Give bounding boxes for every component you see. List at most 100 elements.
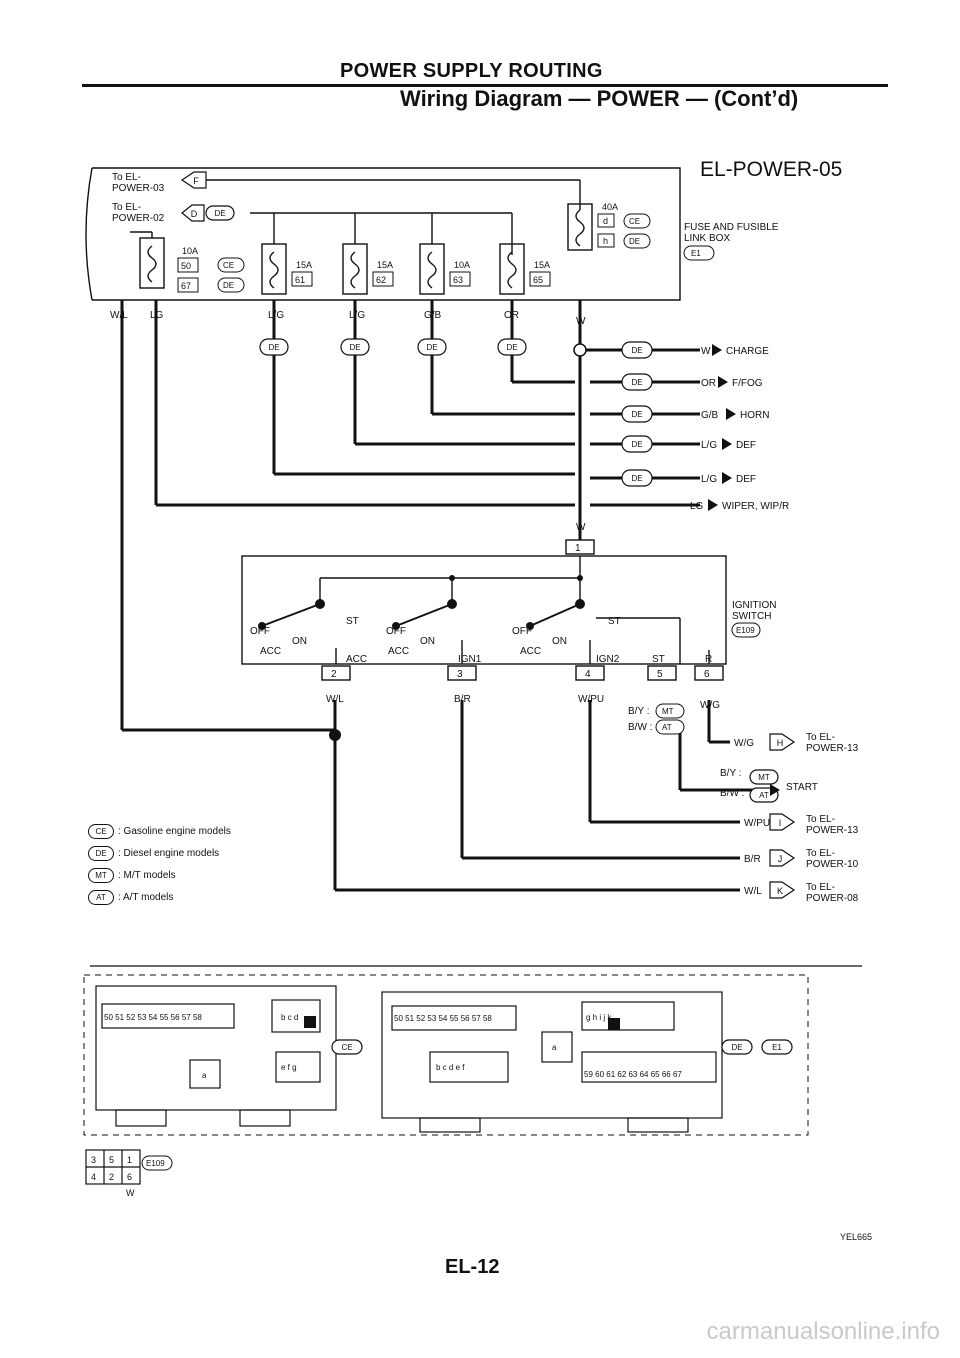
- left-row-pins: 50 51 52 53 54 55 56 57 58: [104, 1013, 202, 1022]
- svg-text:15A: 15A: [534, 260, 550, 270]
- ignition-label-l1: IGNITION: [732, 600, 776, 611]
- svg-text:B/R: B/R: [744, 854, 761, 865]
- svg-text:15A: 15A: [296, 260, 312, 270]
- fuse-10a-box: [139, 237, 165, 289]
- svg-text:d: d: [603, 216, 608, 226]
- svg-text:4: 4: [91, 1172, 96, 1182]
- svg-text:W: W: [576, 522, 586, 533]
- svg-text:DE: DE: [629, 237, 640, 246]
- svg-text:1: 1: [575, 543, 581, 554]
- svg-text:h: h: [603, 236, 608, 246]
- fuse-15a-62-box: [342, 243, 368, 295]
- svg-text:a: a: [202, 1071, 207, 1080]
- output-label-6: WIPER, WIP/R: [722, 501, 789, 512]
- svg-text:W/L: W/L: [744, 886, 762, 897]
- fusible-link-40a-box: [567, 203, 593, 251]
- svg-text:LG: LG: [150, 310, 164, 321]
- svg-text:W/G: W/G: [700, 700, 720, 711]
- conn-oval-de: DE: [214, 209, 225, 218]
- output-label-2: F/FOG: [732, 378, 763, 389]
- conn-to-power02-l2: POWER-02: [112, 213, 165, 224]
- conn-letter-f: F: [193, 176, 199, 186]
- svg-text:DE: DE: [631, 410, 642, 419]
- oval-de-3: DE: [426, 343, 437, 352]
- svg-text:DE: DE: [631, 440, 642, 449]
- svg-text:DE: DE: [631, 474, 642, 483]
- svg-text:5: 5: [109, 1155, 114, 1165]
- ignition-code: E109: [736, 626, 755, 635]
- svg-text:ACC: ACC: [346, 654, 367, 665]
- svg-text:E1: E1: [772, 1043, 782, 1052]
- svg-text:AT: AT: [759, 791, 769, 800]
- fusible-link-40a-icon: [575, 209, 585, 247]
- fuse-15a-65-box: [499, 243, 525, 295]
- svg-text:W: W: [126, 1188, 135, 1198]
- svg-text:B/W :: B/W :: [628, 722, 652, 733]
- svg-text:61: 61: [295, 275, 305, 285]
- conn-to-power03-l2: POWER-03: [112, 183, 165, 194]
- svg-text:ACC: ACC: [388, 646, 409, 657]
- fuse-15a-65-icon: [507, 251, 517, 289]
- diagram-code: EL-POWER-05: [700, 158, 843, 181]
- svg-text:W: W: [576, 316, 586, 327]
- svg-text:E109: E109: [146, 1159, 165, 1168]
- fuse-box-label-l2: LINK BOX: [684, 233, 730, 244]
- right-bottom-pins: 59 60 61 62 63 64 65 66 67: [584, 1070, 682, 1079]
- svg-text:50: 50: [181, 261, 191, 271]
- output-color-5: L/G: [701, 474, 717, 485]
- svg-text:R: R: [705, 654, 712, 665]
- svg-text:10A: 10A: [182, 246, 198, 256]
- svg-text:DE: DE: [631, 346, 642, 355]
- output-label-1: CHARGE: [726, 346, 769, 357]
- svg-text:MT: MT: [758, 773, 770, 782]
- svg-text:a: a: [552, 1043, 557, 1052]
- svg-text:ST: ST: [608, 616, 621, 627]
- fuse-15a-62-icon: [350, 251, 360, 289]
- fuse-10a-63-icon: [427, 251, 437, 289]
- watermark: carmanualsonline.info: [706, 1318, 940, 1345]
- left-efg-pins: e f g: [281, 1063, 297, 1072]
- svg-text:B/Y :: B/Y :: [628, 706, 650, 717]
- svg-text:B/W :: B/W :: [720, 788, 744, 799]
- svg-text:6: 6: [127, 1172, 132, 1182]
- svg-text:IGN1: IGN1: [458, 654, 482, 665]
- svg-text:AT: AT: [662, 723, 672, 732]
- svg-text:15A: 15A: [377, 260, 393, 270]
- output-label-5: DEF: [736, 474, 756, 485]
- ignition-switch-box: [241, 555, 727, 665]
- oval-de-2: DE: [349, 343, 360, 352]
- svg-text:3: 3: [91, 1155, 96, 1165]
- header-rule: [82, 84, 888, 87]
- page-subtitle: Wiring Diagram — POWER — (Cont’d): [400, 86, 799, 111]
- output-color-1: W: [701, 346, 711, 357]
- ref-power08-l1: To EL-: [806, 882, 835, 893]
- svg-text:62: 62: [376, 275, 386, 285]
- oval-de-1: DE: [268, 343, 279, 352]
- page-number: EL-12: [445, 1256, 500, 1278]
- svg-text:K: K: [777, 886, 783, 896]
- svg-text:63: 63: [453, 275, 463, 285]
- svg-text:DE: DE: [631, 378, 642, 387]
- ref-power08-l2: POWER-08: [806, 893, 859, 904]
- svg-text:ST: ST: [346, 616, 359, 627]
- page-title: POWER SUPPLY ROUTING: [340, 60, 603, 82]
- fuse-15a-61-icon: [269, 251, 279, 289]
- svg-text:OFF: OFF: [512, 626, 532, 637]
- svg-text:START: START: [786, 782, 818, 793]
- svg-text:CE: CE: [629, 217, 640, 226]
- ref-power13-2-l2: POWER-13: [806, 825, 859, 836]
- svg-text:J: J: [778, 854, 783, 864]
- output-color-4: L/G: [701, 440, 717, 451]
- fuse-10a-icon: [147, 245, 157, 283]
- fuse-box-label-l1: FUSE AND FUSIBLE: [684, 222, 779, 233]
- ref-power13-2-l1: To EL-: [806, 814, 835, 825]
- conn-to-power02-l1: To EL-: [112, 202, 141, 213]
- svg-text:I: I: [779, 818, 782, 828]
- svg-text:B/Y :: B/Y :: [720, 768, 742, 779]
- legend: CE: Gasoline engine models DE: Diesel en…: [88, 820, 231, 908]
- output-color-3: G/B: [701, 410, 719, 421]
- svg-text:DE: DE: [731, 1043, 742, 1052]
- ref-power13-1-l2: POWER-13: [806, 743, 859, 754]
- output-color-6: LG: [690, 501, 704, 512]
- connector-view-right: [381, 991, 723, 1133]
